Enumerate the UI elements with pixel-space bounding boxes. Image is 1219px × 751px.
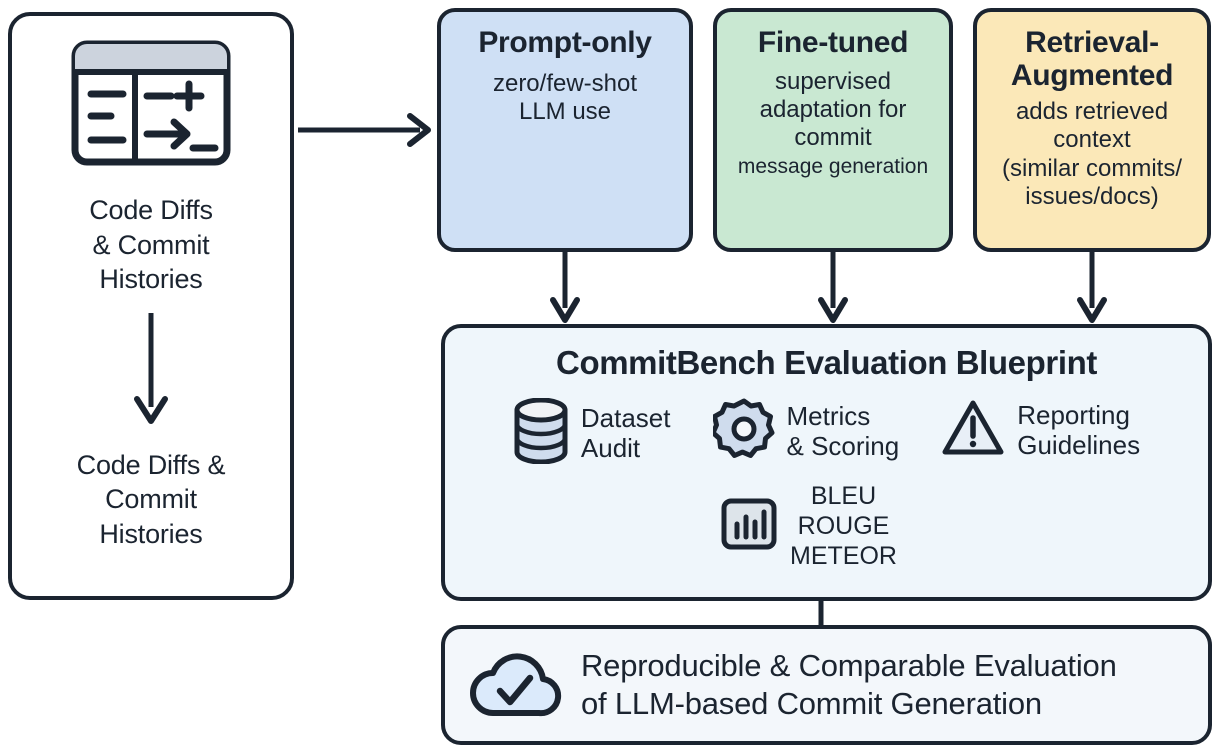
connector-rag-to-blueprint [1077,252,1107,323]
feature-dataset-audit[interactable]: Dataset Audit [513,397,671,469]
feature-label: Metrics & Scoring [786,400,900,461]
gear-icon [710,398,775,465]
blueprint-panel: CommitBench Evaluation Blueprint Dataset… [441,324,1212,601]
blueprint-title: CommitBench Evaluation Blueprint [556,344,1097,381]
cloud-check-icon [467,645,563,726]
approach-card-retrieval-augmented[interactable]: Retrieval- Augmented adds retrieved cont… [973,8,1211,252]
blueprint-feature-row: Dataset Audit Metrics & Scoring [445,397,1208,469]
database-icon [513,397,569,469]
connector-blueprint-to-outcome [818,600,824,628]
approach-description: supervised adaptation for commit [759,67,907,152]
approach-description: zero/few-shot LLM use [492,69,638,125]
code-diff-window-icon [71,40,231,171]
connector-prompt-to-blueprint [550,252,580,323]
approach-card-prompt-only[interactable]: Prompt-only zero/few-shot LLM use [437,8,693,252]
bar-chart-icon [720,497,778,556]
source-data-panel: Code Diffs & Commit Histories Code Diffs… [8,12,294,600]
approach-description-secondary: message generation [737,154,929,178]
approach-description: adds retrieved context (similar commits/… [1002,98,1182,210]
connector-source-to-prompt [298,113,431,147]
outcome-panel: Reproducible & Comparable Evaluation of … [441,625,1212,745]
feature-label: Reporting Guidelines [1017,399,1141,460]
approach-title: Retrieval- Augmented [1010,26,1174,92]
feature-metrics-scoring[interactable]: Metrics & Scoring [710,398,900,465]
approach-title: Fine-tuned [757,26,909,59]
connector-finetuned-to-blueprint [818,252,848,323]
feature-label: Dataset Audit [580,402,671,463]
blueprint-metrics-row[interactable]: BLEU ROUGE METEOR [720,481,897,571]
metrics-label: BLEU ROUGE METEOR [790,482,897,570]
source-label-top: Code Diffs & Commit Histories [89,195,213,295]
down-arrow-icon [133,311,169,432]
warning-triangle-icon [941,398,1005,463]
source-label-bottom: Code Diffs & Commit Histories [76,449,226,549]
approach-card-fine-tuned[interactable]: Fine-tuned supervised adaptation for com… [713,8,953,252]
feature-reporting-guidelines[interactable]: Reporting Guidelines [941,398,1140,463]
outcome-text: Reproducible & Comparable Evaluation of … [581,648,1117,721]
approach-title: Prompt-only [478,26,652,59]
